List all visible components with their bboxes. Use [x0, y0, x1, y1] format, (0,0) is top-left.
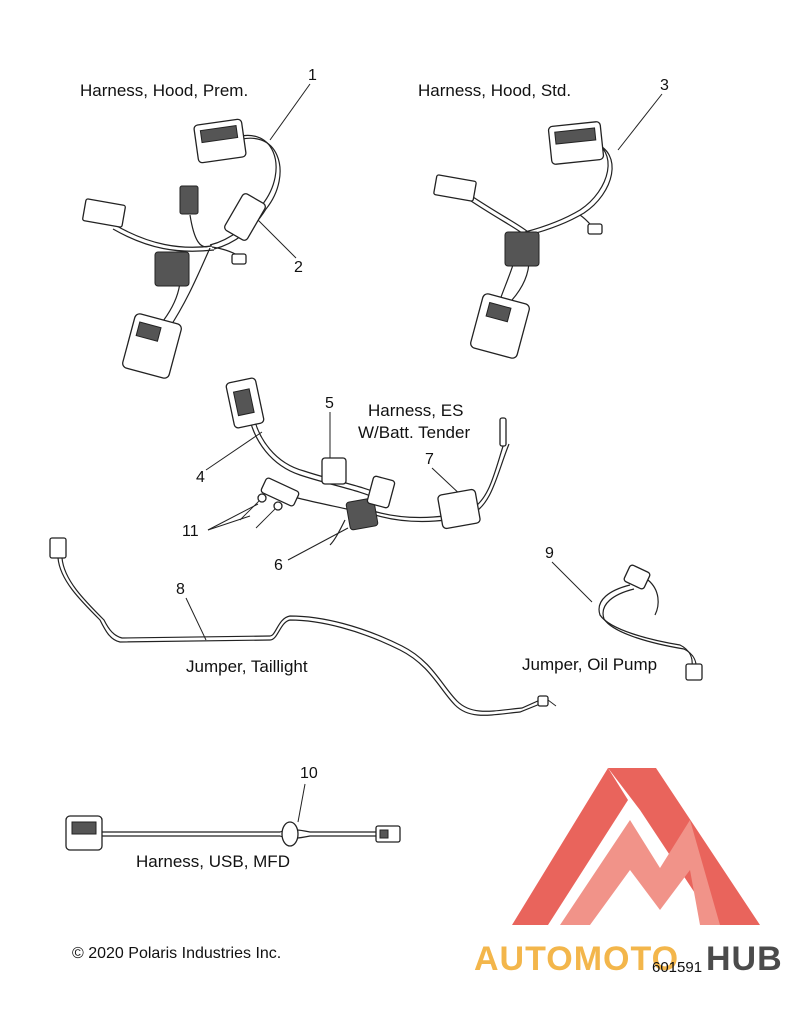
- callout-10: 10: [300, 765, 318, 782]
- logo-triangle-left: [512, 768, 628, 925]
- label-jumper-oil-pump: Jumper, Oil Pump: [522, 655, 657, 674]
- leader-lines: [185, 83, 663, 823]
- callout-2: 2: [294, 259, 303, 276]
- jumper-taillight: [49, 537, 557, 716]
- callout-3: 3: [660, 77, 669, 94]
- callout-8: 8: [176, 581, 185, 598]
- label-harness-hood-std: Harness, Hood, Std.: [418, 81, 571, 100]
- logo-text-automoto: AUTOMOTO: [474, 940, 679, 978]
- harness-hood-std: [433, 121, 613, 359]
- label-harness-es-line2: W/Batt. Tender: [358, 423, 470, 442]
- label-jumper-taillight: Jumper, Taillight: [186, 657, 308, 676]
- automotohub-logo: AUTOMOTO HUB: [474, 768, 783, 978]
- jumper-oil-pump: [598, 564, 703, 681]
- harness-es: [225, 377, 510, 546]
- callout-9: 9: [545, 545, 554, 562]
- label-harness-usb-mfd: Harness, USB, MFD: [136, 852, 290, 871]
- copyright-text: © 2020 Polaris Industries Inc.: [72, 945, 281, 962]
- logo-text-hub: HUB: [706, 940, 783, 978]
- diagram-reference-number: 601591: [652, 959, 702, 976]
- callout-11: 11: [182, 523, 199, 540]
- screw-fasteners: [239, 493, 283, 529]
- callout-1: 1: [308, 67, 317, 84]
- callout-5: 5: [325, 395, 334, 412]
- harness-usb-mfd: [65, 815, 401, 851]
- logo-inner-m: [560, 820, 720, 925]
- label-harness-hood-prem: Harness, Hood, Prem.: [80, 81, 248, 100]
- callout-4: 4: [196, 469, 205, 486]
- callout-7: 7: [425, 451, 434, 468]
- callout-6: 6: [274, 557, 283, 574]
- label-harness-es-line1: Harness, ES: [368, 401, 463, 420]
- harness-hood-prem: [82, 118, 281, 379]
